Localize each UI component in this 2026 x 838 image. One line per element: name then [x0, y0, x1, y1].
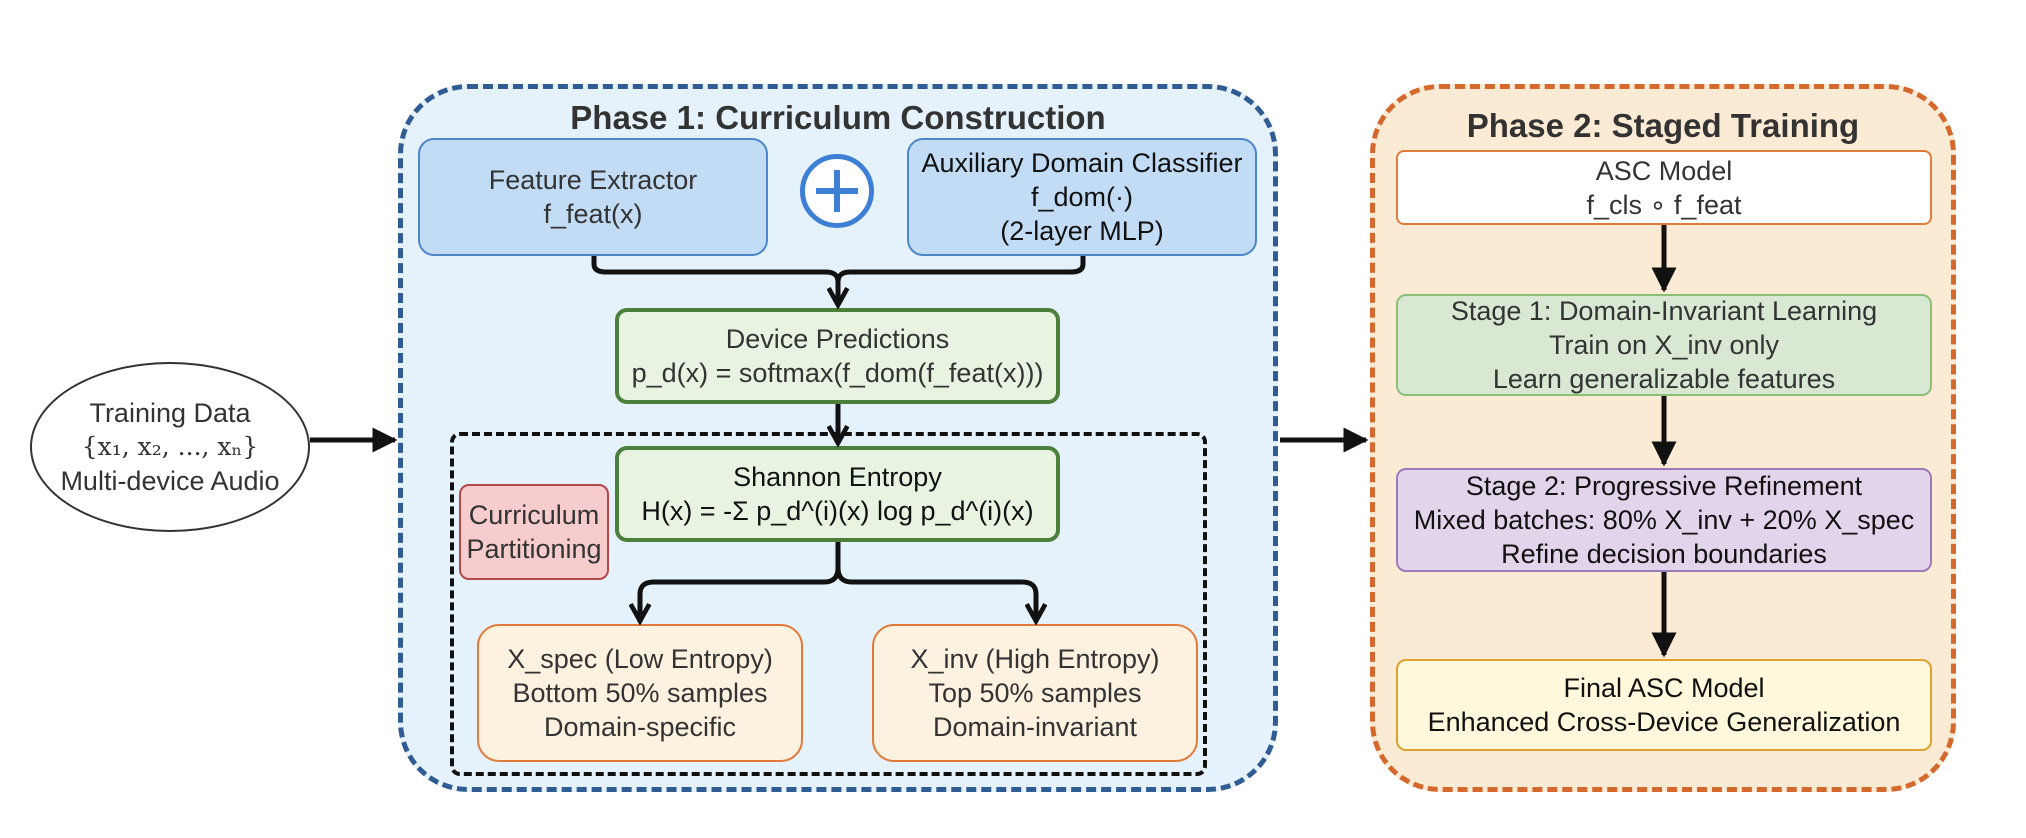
- stage1-box: Stage 1: Domain-Invariant Learning Train…: [1396, 294, 1932, 396]
- training-data-desc: Multi-device Audio: [60, 466, 280, 496]
- x-spec-label: X_spec (Low Entropy): [507, 644, 773, 674]
- device-predictions-label: Device Predictions: [725, 324, 950, 354]
- aux-classifier-func: f_dom(·): [1030, 182, 1133, 212]
- asc-model-label: ASC Model: [1595, 155, 1733, 186]
- stage1-title: Stage 1: Domain-Invariant Learning: [1450, 296, 1878, 326]
- connector-aux-merge: [835, 256, 1086, 305]
- final-model-title: Final ASC Model: [1563, 673, 1765, 703]
- connector-feature-merge: [591, 256, 838, 305]
- x-inv-label: X_inv (High Entropy): [910, 644, 1160, 674]
- training-data-title: Training Data: [89, 398, 251, 428]
- feature-extractor-label: Feature Extractor: [488, 165, 698, 195]
- x-spec-samples: Bottom 50% samples: [512, 678, 768, 708]
- shannon-entropy-formula: H(x) = -Σ p_d^(i)(x) log p_d^(i)(x): [641, 496, 1034, 526]
- curriculum-partitioning-line2: Partitioning: [466, 534, 602, 564]
- training-data-node: Training Data {x₁, x₂, ..., xₙ} Multi-de…: [30, 362, 310, 532]
- phase2-title: Phase 2: Staged Training: [1466, 107, 1860, 144]
- x-inv-box: X_inv (High Entropy) Top 50% samples Dom…: [872, 624, 1198, 762]
- asc-model-func: f_cls ∘ f_feat: [1586, 189, 1742, 220]
- shannon-entropy-box: Shannon Entropy H(x) = -Σ p_d^(i)(x) log…: [615, 446, 1060, 542]
- device-predictions-box: Device Predictions p_d(x) = softmax(f_do…: [615, 308, 1060, 404]
- device-predictions-formula: p_d(x) = softmax(f_dom(f_feat(x))): [631, 358, 1044, 388]
- stage2-batches: Mixed batches: 80% X_inv + 20% X_spec: [1413, 505, 1915, 535]
- combine-plus-icon: [800, 154, 874, 228]
- curriculum-partitioning-box: Curriculum Partitioning: [459, 484, 609, 580]
- stage2-refine: Refine decision boundaries: [1501, 539, 1827, 569]
- feature-extractor-box: Feature Extractor f_feat(x): [418, 138, 768, 256]
- asc-model-box: ASC Model f_cls ∘ f_feat: [1396, 150, 1932, 225]
- aux-classifier-arch: (2-layer MLP): [1000, 216, 1164, 246]
- stage2-box: Stage 2: Progressive Refinement Mixed ba…: [1396, 468, 1932, 572]
- feature-extractor-func: f_feat(x): [543, 199, 643, 229]
- aux-domain-classifier-box: Auxiliary Domain Classifier f_dom(·) (2-…: [907, 138, 1257, 256]
- stage2-title: Stage 2: Progressive Refinement: [1465, 471, 1863, 501]
- curriculum-partitioning-line1: Curriculum: [468, 500, 600, 530]
- stage1-learn: Learn generalizable features: [1492, 364, 1836, 394]
- final-asc-model-box: Final ASC Model Enhanced Cross-Device Ge…: [1396, 659, 1932, 751]
- stage1-train: Train on X_inv only: [1548, 330, 1780, 360]
- phase1-title: Phase 1: Curriculum Construction: [570, 99, 1106, 136]
- connector-entropy-to-xinv: [835, 567, 1036, 621]
- x-inv-samples: Top 50% samples: [928, 678, 1142, 708]
- training-data-set: {x₁, x₂, ..., xₙ}: [81, 432, 259, 461]
- x-inv-domain: Domain-invariant: [932, 712, 1138, 742]
- connector-entropy-to-xspec: [640, 542, 841, 621]
- x-spec-domain: Domain-specific: [543, 712, 737, 742]
- aux-classifier-label: Auxiliary Domain Classifier: [921, 148, 1243, 178]
- shannon-entropy-label: Shannon Entropy: [733, 462, 942, 492]
- final-model-desc: Enhanced Cross-Device Generalization: [1427, 707, 1901, 737]
- x-spec-box: X_spec (Low Entropy) Bottom 50% samples …: [477, 624, 803, 762]
